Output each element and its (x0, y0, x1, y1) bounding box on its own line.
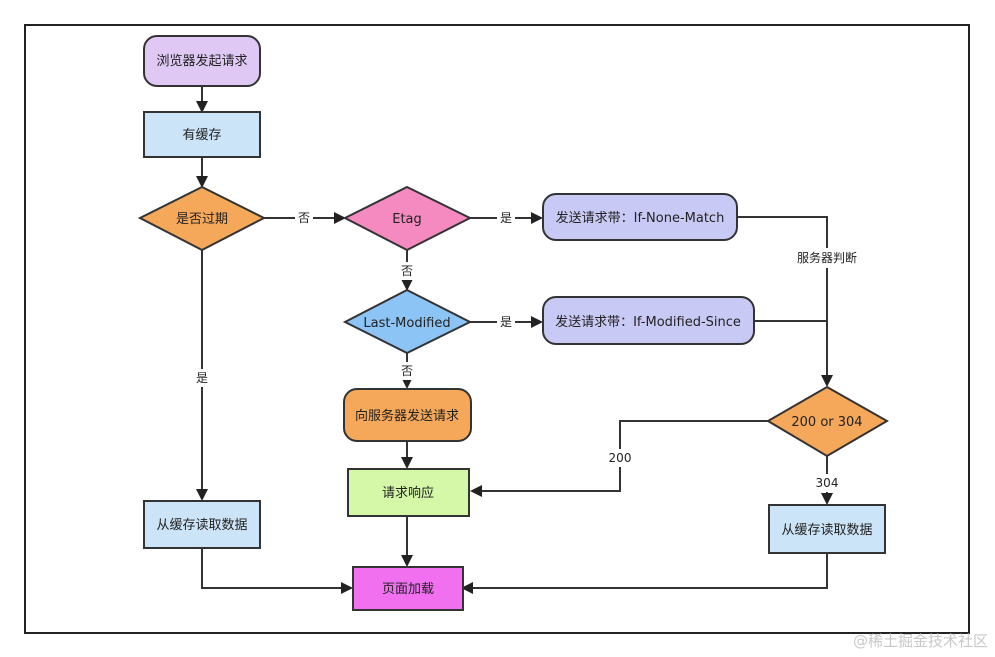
node-has-cache-label: 有缓存 (182, 128, 221, 143)
node-page-load-label: 页面加载 (382, 582, 434, 597)
node-last-modified-label: Last-Modified (363, 316, 450, 331)
node-read-cache-left-label: 从缓存读取数据 (156, 518, 247, 533)
label-etag-no: 否 (401, 264, 413, 278)
node-send-if-modified-since (542, 296, 755, 345)
node-send-if-none-match-label: 发送请求带：If-None-Match (556, 210, 725, 226)
node-browser-request-label: 浏览器发起请求 (156, 53, 247, 69)
node-etag-label: Etag (392, 212, 422, 227)
node-last-modified (342, 288, 473, 355)
node-etag (342, 185, 473, 252)
node-has-cache (143, 111, 261, 158)
node-request-server-label: 向服务器发送请求 (355, 408, 459, 424)
node-request-server (343, 388, 472, 442)
edge-labels: 否 是 是 否 是 否 服务器判断 200 304 (193, 209, 862, 492)
node-send-if-modified-since-label: 发送请求带：If-Modified-Since (555, 314, 741, 330)
node-page-load (352, 566, 464, 611)
edge-readcache-right-to-pageload (461, 553, 828, 594)
watermark: @稀土掘金技术社区 (853, 632, 988, 650)
edge-readcache-left-to-pageload (201, 548, 353, 594)
edge-inm-to-status (737, 216, 833, 387)
label-code-200: 200 (609, 451, 632, 465)
node-status-200-or-304-label: 200 or 304 (791, 415, 862, 430)
edges (196, 86, 833, 594)
node-response-label: 请求响应 (382, 485, 434, 501)
node-expired (137, 185, 267, 252)
node-read-cache-left (143, 500, 261, 549)
label-expired-no: 否 (298, 211, 310, 225)
label-code-304: 304 (816, 476, 839, 490)
node-browser-request (143, 35, 261, 87)
node-status-200-or-304 (766, 385, 890, 458)
label-expired-yes: 是 (196, 371, 208, 385)
label-etag-yes: 是 (500, 211, 512, 225)
node-expired-label: 是否过期 (176, 212, 228, 227)
label-server-judge: 服务器判断 (797, 250, 857, 265)
label-lm-no: 否 (401, 364, 413, 378)
node-send-if-none-match (542, 193, 738, 241)
label-lm-yes: 是 (500, 315, 512, 329)
node-read-cache-right-label: 从缓存读取数据 (781, 523, 872, 538)
node-response (347, 468, 470, 517)
node-read-cache-right (768, 504, 886, 554)
